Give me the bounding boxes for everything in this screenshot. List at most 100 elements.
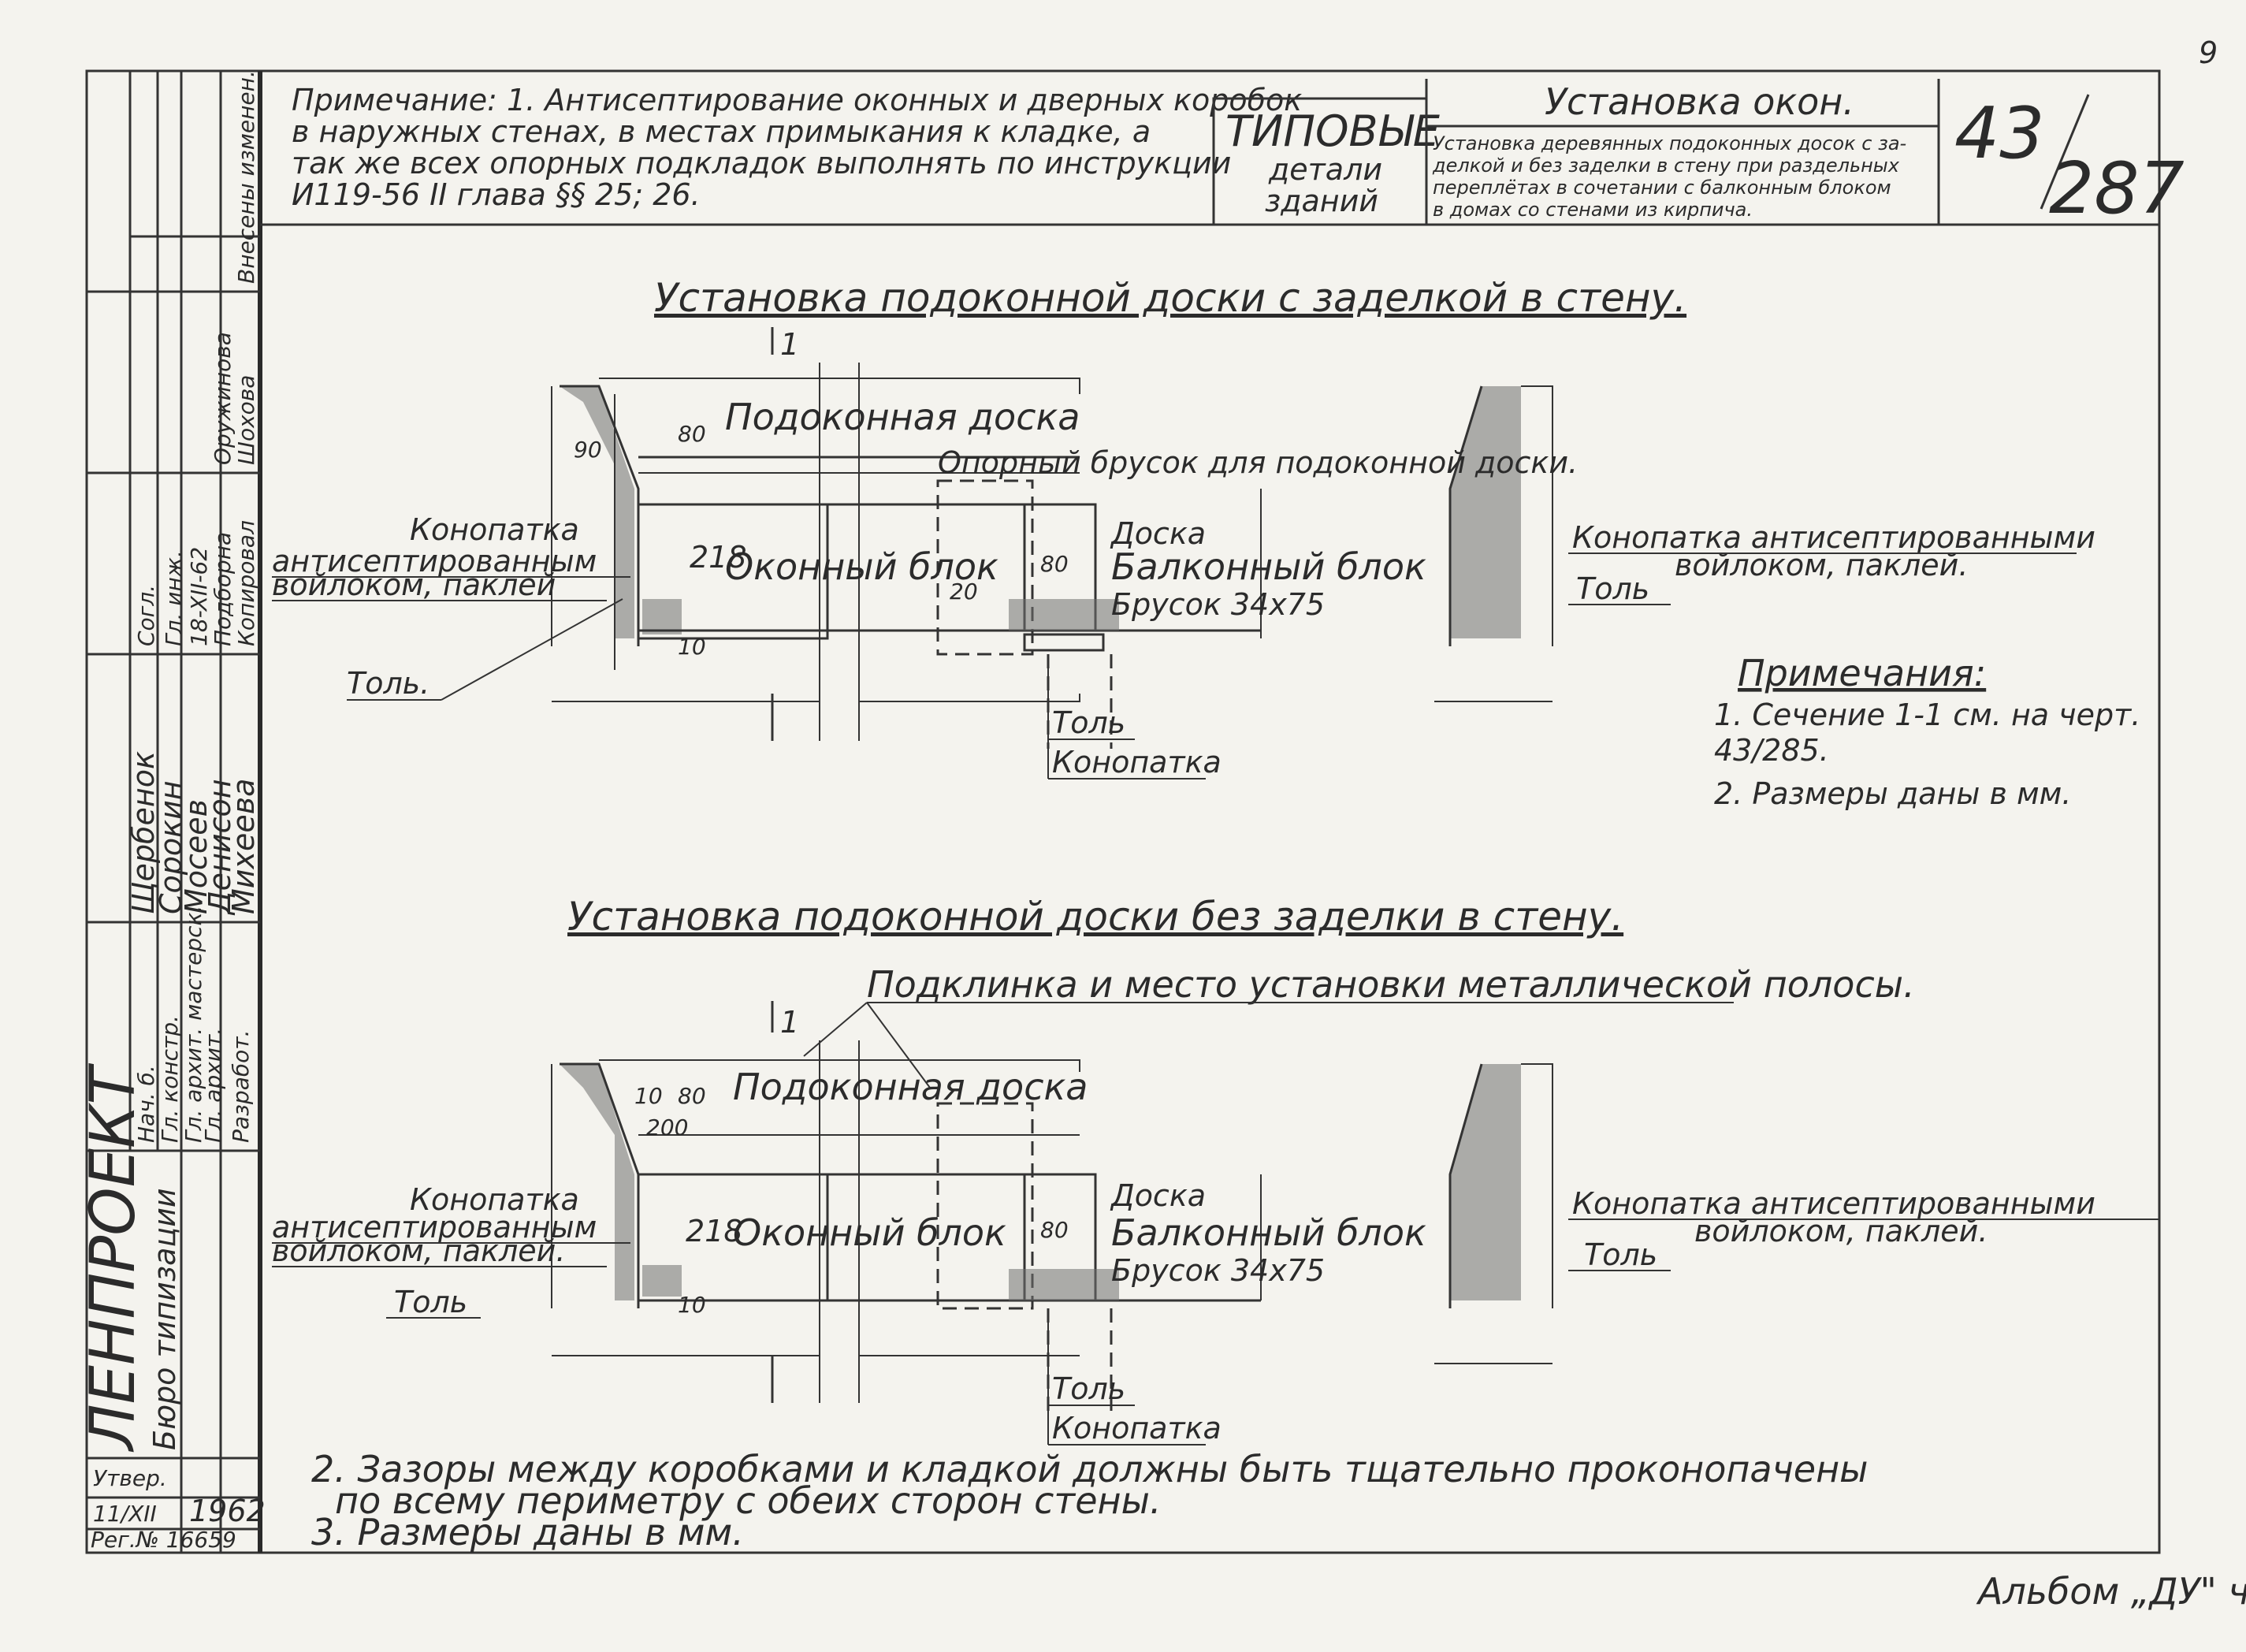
label-tol-bottom-2: Толь bbox=[1052, 1371, 1125, 1406]
right-wall-section bbox=[1450, 386, 1521, 638]
description-line-1: Установка деревянных подоконных досок с … bbox=[1433, 132, 1906, 154]
album-label: Альбом „ДУ" ч. I bbox=[1976, 1570, 2246, 1613]
general-note-line-2: в наружных стенах, в местах примыкания к… bbox=[292, 114, 1151, 149]
notes-right-line-2: 43/285. bbox=[1714, 733, 1829, 768]
approval-year: 1962 bbox=[189, 1494, 266, 1528]
dim-80-top: 80 bbox=[678, 421, 706, 447]
label-bar-1: Брусок 34x75 bbox=[1111, 587, 1325, 622]
notes-right-heading: Примечания: bbox=[1738, 652, 1986, 694]
label-caulk-left-2b: антисептированным bbox=[272, 1210, 597, 1245]
left-wall-section bbox=[560, 386, 634, 638]
registration-number: Рег.№ 16659 bbox=[91, 1527, 236, 1553]
approval-1: Согл. bbox=[133, 585, 159, 646]
sheet-total: 287 bbox=[2049, 147, 2185, 230]
label-caulk-left-1c: войлоком, паклей bbox=[272, 567, 556, 602]
section-2-title: Установка подоконной доски без заделки в… bbox=[567, 894, 1623, 939]
dim-10: 10 bbox=[678, 634, 706, 660]
approval-3: 18-XII-62 bbox=[186, 547, 212, 646]
approved-label: Утвер. bbox=[93, 1465, 167, 1491]
dim-2-200: 200 bbox=[646, 1114, 688, 1140]
label-caulk-left-2c: войлоком, паклей. bbox=[272, 1233, 565, 1268]
section-1: Установка подоконной доски с заделкой в … bbox=[272, 275, 2095, 779]
general-note-line-4: И119-56 II глава §§ 25; 26. bbox=[292, 177, 701, 212]
series-details: детали bbox=[1268, 152, 1382, 187]
approval-4: Подборна bbox=[210, 532, 236, 646]
label-caulk-right-2: Конопатка антисептированными bbox=[1572, 1186, 2095, 1221]
label-caulk-bottom-2: Конопатка bbox=[1052, 1411, 1222, 1446]
name-2: Сорокин bbox=[154, 780, 188, 914]
section-2: Установка подоконной доски без заделки в… bbox=[272, 894, 2159, 1446]
approval-5: Копировал bbox=[233, 520, 259, 646]
label-tol-right-2: Толь bbox=[1584, 1237, 1657, 1272]
label-board-1: Доска bbox=[1110, 516, 1206, 551]
title-block: ЛЕНПРОЕКТ Бюро типизации Нач. б. Гл. кон… bbox=[78, 70, 266, 1553]
drawing-title: Установка окон. bbox=[1545, 80, 1854, 123]
label-board-2: Доска bbox=[1110, 1178, 1206, 1213]
section-1-title: Установка подоконной доски с заделкой в … bbox=[654, 275, 1686, 321]
notes-right: Примечания: 1. Сечение 1-1 см. на черт. … bbox=[1714, 652, 2140, 811]
section-1-mark-top: 1 bbox=[780, 327, 799, 362]
description-line-4: в домах со стенами из кирпича. bbox=[1433, 199, 1753, 221]
role-4: Гл. архит. bbox=[200, 1028, 226, 1143]
label-tol-left-2: Толь bbox=[394, 1285, 467, 1319]
changes-name-1: Оружинова bbox=[210, 332, 236, 465]
label-sill-board-1: Подоконная доска bbox=[725, 396, 1080, 438]
page-number: 9 bbox=[2199, 35, 2218, 70]
general-note-line-1: Примечание: 1. Антисептирование оконных … bbox=[292, 83, 1302, 117]
name-1: Щербенок bbox=[126, 751, 161, 914]
name-4: Денисон bbox=[203, 779, 237, 916]
role-2: Гл. констр. bbox=[157, 1015, 183, 1143]
series-buildings: зданий bbox=[1265, 184, 1378, 218]
dim-20: 20 bbox=[950, 579, 978, 605]
notes-right-line-3: 2. Размеры даны в мм. bbox=[1714, 776, 2071, 811]
bottom-note-1: 2. Зазоры между коробками и кладкой долж… bbox=[311, 1448, 1868, 1490]
bottom-notes: 2. Зазоры между коробками и кладкой долж… bbox=[311, 1448, 1868, 1553]
right-wall-section-2 bbox=[1450, 1064, 1521, 1300]
dim-2-80-top: 80 bbox=[678, 1083, 706, 1109]
dim-218: 218 bbox=[690, 540, 747, 575]
label-tol-left-1: Толь. bbox=[347, 666, 429, 701]
label-balcony-block-1: Балконный блок bbox=[1111, 545, 1426, 588]
label-support-bar: Опорный брусок для подоконной доски. bbox=[938, 445, 1578, 480]
bottom-note-3: 3. Размеры даны в мм. bbox=[311, 1511, 744, 1553]
dim-2-218: 218 bbox=[686, 1214, 743, 1248]
label-caulk-left-1b: антисептированным bbox=[272, 544, 597, 579]
sheet-frame bbox=[85, 69, 2161, 1554]
general-note-line-3: так же всех опорных подкладок выполнять … bbox=[292, 146, 1231, 180]
left-wall-section-2 bbox=[560, 1064, 634, 1300]
notes-right-line-1: 1. Сечение 1-1 см. на черт. bbox=[1714, 698, 2140, 732]
label-tol-right-1: Толь bbox=[1576, 571, 1649, 606]
role-5: Разработ. bbox=[228, 1030, 254, 1143]
label-caulk-right-1: Конопатка антисептированными bbox=[1572, 520, 2095, 555]
section-2-mark-top: 1 bbox=[780, 1005, 799, 1040]
description-line-3: переплётах в сочетании с балконным блоко… bbox=[1433, 177, 1891, 199]
label-tol-bottom-1: Толь bbox=[1052, 705, 1125, 740]
dim-90: 90 bbox=[574, 437, 602, 463]
series-typical: ТИПОВЫЕ bbox=[1225, 106, 1441, 156]
bureau-name: Бюро типизации bbox=[147, 1188, 182, 1450]
dim-80-center: 80 bbox=[1040, 551, 1069, 577]
org-name: ЛЕНПРОЕКТ bbox=[78, 1063, 149, 1453]
label-caulk-left-1: Конопатка bbox=[410, 512, 579, 547]
name-5: Михеева bbox=[226, 779, 261, 914]
section-2-callout: Подклинка и место установки металлическо… bbox=[867, 963, 1915, 1006]
changes-head: Внесены изменен. bbox=[233, 70, 259, 284]
label-window-block-1: Оконный блок bbox=[725, 545, 998, 588]
dim-2-80-center: 80 bbox=[1040, 1217, 1069, 1243]
approval-2: Гл. инж. bbox=[161, 550, 187, 646]
changes-name-2: Шохова bbox=[233, 375, 259, 465]
header: Примечание: 1. Антисептирование оконных … bbox=[260, 79, 2185, 230]
dim-2-10-bottom: 10 bbox=[678, 1292, 706, 1318]
label-window-block-2: Оконный блок bbox=[733, 1211, 1006, 1254]
sheet-number: 43 bbox=[1954, 92, 2045, 175]
label-caulk-bottom-1: Конопатка bbox=[1052, 745, 1222, 779]
label-sill-board-2: Подоконная доска bbox=[733, 1066, 1088, 1108]
bottom-note-2: по всему периметру с обеих сторон стены. bbox=[335, 1479, 1162, 1522]
label-bar-2: Брусок 34x75 bbox=[1111, 1253, 1325, 1288]
dim-2-10-top: 10 bbox=[634, 1083, 663, 1109]
description-line-2: делкой и без заделки в стену при раздель… bbox=[1432, 154, 1900, 177]
name-3: Мосеев bbox=[179, 799, 214, 914]
approval-date: 11/XII bbox=[93, 1501, 157, 1527]
